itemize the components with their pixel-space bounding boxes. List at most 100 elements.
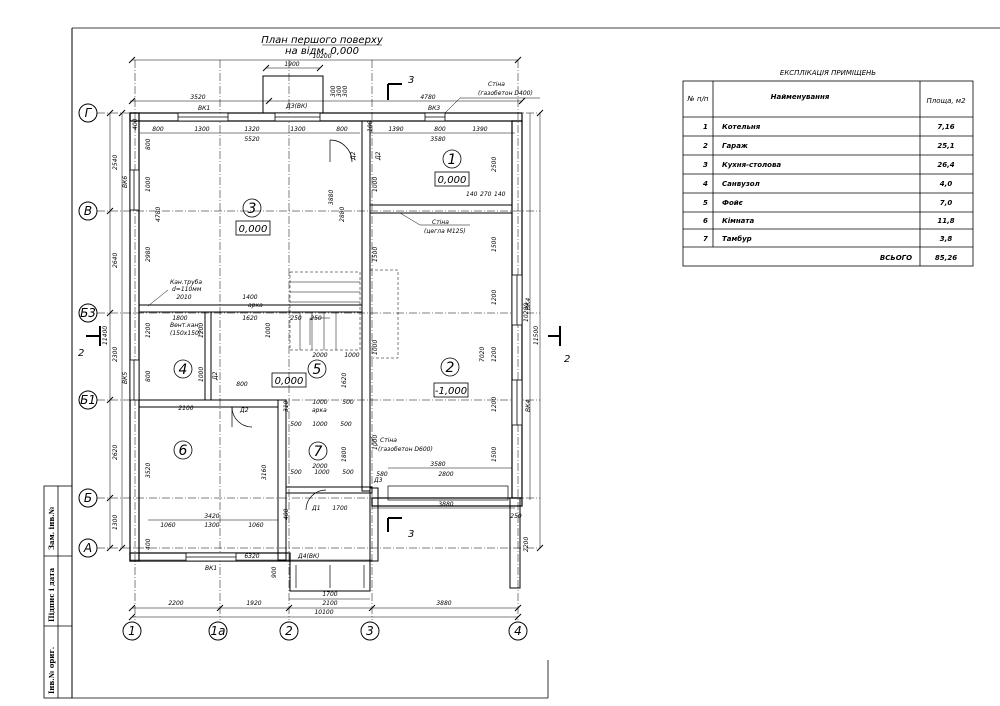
dim-1900-top: 1900 bbox=[284, 61, 299, 68]
stairs bbox=[289, 269, 399, 359]
dim-580: 580 bbox=[376, 471, 388, 478]
dim-1500v3: 1500 bbox=[372, 247, 379, 262]
note-vent-1: Вент.кан. bbox=[170, 322, 200, 329]
dim-3160v: 3160 bbox=[261, 465, 268, 480]
note-arka-2: арка bbox=[312, 407, 327, 414]
note-duct-2: d=110мм bbox=[172, 286, 202, 293]
dim-1060a: 1060 bbox=[160, 522, 175, 529]
dim-1800: 1800 bbox=[172, 315, 187, 322]
doors bbox=[231, 139, 509, 588]
windows bbox=[129, 112, 523, 562]
room-5-number: 5 bbox=[313, 362, 322, 378]
dim-1500v1: 1500 bbox=[491, 237, 498, 252]
axis-b3: Б3 bbox=[80, 306, 96, 320]
svg-text:11,8: 11,8 bbox=[937, 217, 954, 225]
dim-2200h: 2200 bbox=[168, 600, 183, 607]
plan-title: План першого поверху bbox=[261, 35, 384, 46]
dim-800c: 800 bbox=[434, 126, 446, 133]
dim-1000-tambur: 1000 bbox=[314, 469, 329, 476]
dim-2200v: 2200 bbox=[523, 537, 530, 552]
svg-text:7,16: 7,16 bbox=[937, 123, 954, 131]
note-wall-gas600-2: (газобетон D600) bbox=[378, 446, 433, 453]
dim-11500: 11500 bbox=[533, 326, 540, 345]
dim-1000v4: 1000 bbox=[372, 435, 379, 450]
dim-500a: 500 bbox=[342, 399, 354, 406]
axis-1: 1 bbox=[128, 624, 136, 638]
room-3-elevation: 0,000 bbox=[239, 224, 268, 235]
axis-b1: Б1 bbox=[80, 393, 96, 407]
dim-1000v1: 1000 bbox=[145, 177, 152, 192]
dim-7020: 7020 bbox=[479, 347, 486, 362]
svg-text:4: 4 bbox=[703, 180, 708, 188]
table-row: 7 Тамбур 3,8 bbox=[703, 235, 952, 243]
dim-500b: 500 bbox=[290, 421, 302, 428]
dim-5520: 5520 bbox=[244, 136, 259, 143]
dim-10200-top: 10200 bbox=[312, 53, 331, 60]
room-1-elevation: 0,000 bbox=[438, 175, 467, 186]
svg-text:Фойє: Фойє bbox=[722, 199, 744, 207]
label-vk1-bottom: ВК1 bbox=[205, 565, 217, 572]
dim-1300v: 1300 bbox=[112, 515, 119, 530]
section-mark-3-bottom: 3 bbox=[408, 529, 414, 540]
grid-axes bbox=[97, 60, 540, 620]
label-vk4-lower: ВК4 bbox=[525, 400, 532, 412]
label-d2-boiler: Д2 bbox=[375, 151, 382, 161]
dim-310: 310 bbox=[283, 400, 290, 412]
section-mark-3-top: 3 bbox=[408, 75, 414, 86]
dim-10200v: 10200 bbox=[523, 303, 530, 322]
dim-1200v1: 1200 bbox=[491, 290, 498, 305]
svg-text:25,1: 25,1 bbox=[937, 142, 954, 150]
dim-11400: 11400 bbox=[102, 326, 109, 345]
dim-250b: 250 bbox=[310, 315, 322, 322]
axis-b: Б bbox=[84, 491, 92, 505]
dim-3520v: 3520 bbox=[145, 463, 152, 478]
room-6-number: 6 bbox=[179, 443, 188, 459]
svg-text:6: 6 bbox=[703, 217, 708, 225]
dim-1000v2: 1000 bbox=[372, 177, 379, 192]
dim-1300a: 1300 bbox=[194, 126, 209, 133]
dim-1700a: 1700 bbox=[332, 505, 347, 512]
axis-1a: 1а bbox=[211, 624, 226, 638]
room-markers bbox=[173, 149, 470, 461]
room-7-number: 7 bbox=[314, 444, 323, 460]
label-vk3: ВК3 bbox=[428, 105, 440, 112]
dim-100a: 100 bbox=[367, 120, 374, 132]
svg-text:Котельня: Котельня bbox=[722, 123, 761, 131]
table-row: 6 Кімната 11,8 bbox=[703, 217, 955, 225]
note-wall-brick-2: (цегла М125) bbox=[424, 228, 466, 235]
axis-4: 4 bbox=[514, 624, 522, 638]
dim-1390a: 1390 bbox=[388, 126, 403, 133]
dim-1500v2: 1500 bbox=[491, 447, 498, 462]
dimension-lines bbox=[109, 59, 541, 618]
axis-a: А bbox=[83, 541, 92, 555]
dim-2000b: 2000 bbox=[312, 463, 327, 470]
dim-2800: 2800 bbox=[438, 471, 453, 478]
dim-400a: 400 bbox=[132, 118, 139, 130]
svg-text:7: 7 bbox=[703, 235, 708, 243]
dim-1200v5: 1200 bbox=[198, 323, 205, 338]
dim-1000d: 1000 bbox=[344, 352, 359, 359]
note-arka-1: арка bbox=[248, 302, 263, 309]
svg-text:Гараж: Гараж bbox=[722, 142, 749, 150]
dim-1390b: 1390 bbox=[472, 126, 487, 133]
svg-text:Кухня-столова: Кухня-столова bbox=[722, 161, 781, 169]
dim-270: 270 bbox=[480, 191, 492, 198]
dim-140b: 140 bbox=[494, 191, 506, 198]
dim-6320: 6320 bbox=[244, 553, 259, 560]
dim-300a: 300 bbox=[330, 85, 337, 97]
note-duct-1: Кан.труба bbox=[170, 279, 202, 286]
room-4-number: 4 bbox=[179, 362, 188, 378]
label-d2-bath: Д2 bbox=[212, 371, 219, 381]
dim-400v: 400 bbox=[145, 538, 152, 550]
dim-1700b: 1700 bbox=[322, 591, 337, 598]
table-row: 5 Фойє 7,0 bbox=[703, 199, 952, 207]
axis-markers bbox=[78, 103, 528, 641]
leader-lines bbox=[147, 97, 540, 447]
dim-1000e: 1000 bbox=[312, 399, 327, 406]
dim-1300b: 1300 bbox=[290, 126, 305, 133]
svg-text:5: 5 bbox=[703, 199, 708, 207]
dim-1200v4: 1200 bbox=[491, 347, 498, 362]
table-row: 1 Котельня 7,16 bbox=[703, 123, 955, 131]
room-3-number: 3 bbox=[248, 201, 257, 217]
dim-10100: 10100 bbox=[314, 609, 333, 616]
